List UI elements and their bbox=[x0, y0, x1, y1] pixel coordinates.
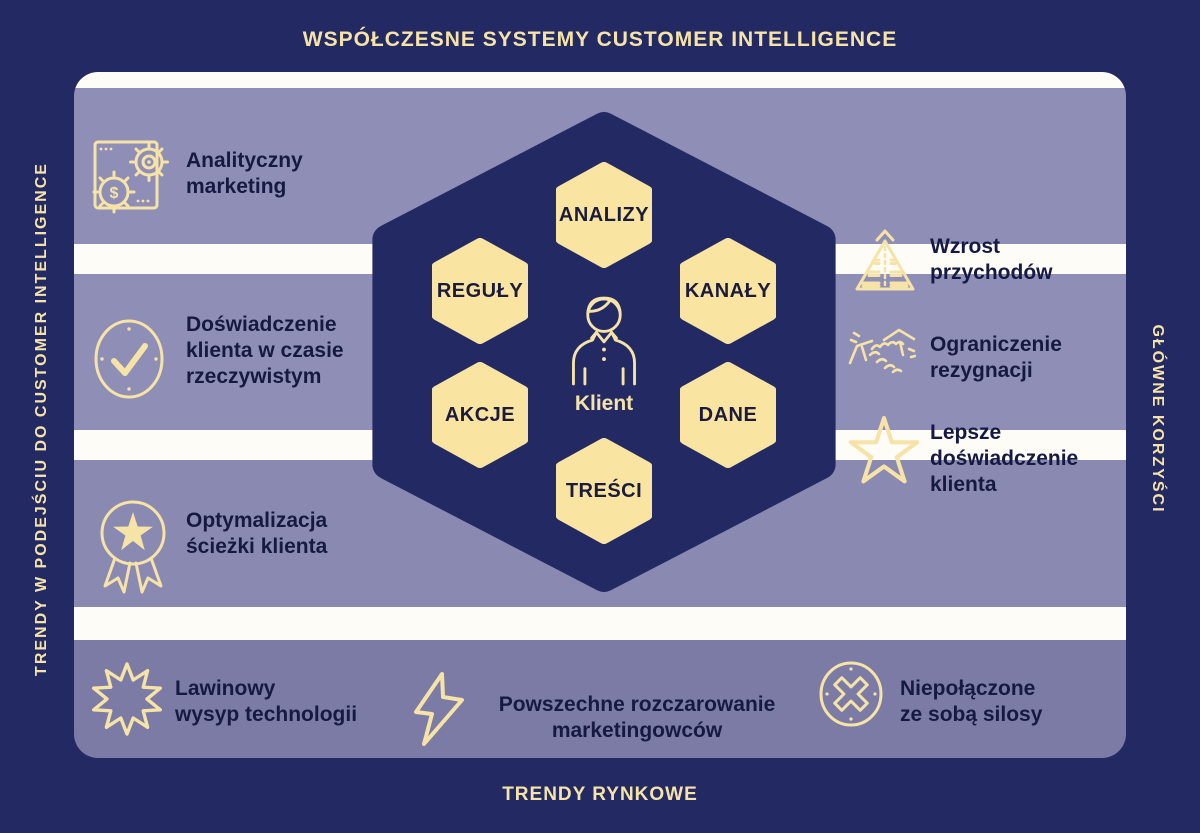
pyramid-growth-icon bbox=[855, 229, 915, 291]
person-icon bbox=[572, 296, 636, 386]
klient-label: Klient bbox=[574, 392, 634, 415]
hex-cell-analizy: ANALIZY bbox=[556, 162, 652, 268]
divider-band bbox=[74, 72, 1126, 88]
benefit-revenue-growth bbox=[853, 228, 917, 301]
central-hexagon bbox=[372, 112, 836, 592]
hexagon-shape bbox=[680, 238, 776, 344]
trend-label-1: Analityczny marketing bbox=[186, 149, 303, 199]
star-icon bbox=[848, 416, 920, 484]
benefit-better-experience bbox=[848, 414, 920, 493]
trend-analytical-marketing: $ bbox=[92, 130, 170, 227]
hex-cell-label: KANAŁY bbox=[684, 279, 772, 302]
hex-cell-dane: DANE bbox=[680, 362, 776, 468]
circle-x-icon bbox=[819, 661, 883, 727]
hex-cell-label: REGUŁY bbox=[436, 279, 524, 302]
hex-cell-label: TREŚCI bbox=[565, 479, 643, 502]
award-star-icon bbox=[100, 500, 166, 594]
market-trend-tech-explosion bbox=[92, 662, 163, 741]
left-rail-label: TRENDY W PODEJŚCIU DO CUSTOMER INTELLIGE… bbox=[33, 162, 50, 676]
clock-check-icon bbox=[94, 319, 164, 399]
page-title: WSPÓŁCZESNE SYSTEMY CUSTOMER INTELLIGENC… bbox=[302, 28, 898, 51]
trend-journey-optimization bbox=[97, 496, 169, 599]
hexagon-shape bbox=[556, 438, 652, 544]
lightning-icon bbox=[414, 672, 464, 746]
hex-cell-reguly: REGUŁY bbox=[432, 238, 528, 344]
hexagon-shape bbox=[432, 238, 528, 344]
market-trend-label-1: Lawinowy wysyp technologii bbox=[175, 677, 358, 727]
hex-cell-label: AKCJE bbox=[444, 403, 516, 426]
right-rail-label: GŁÓWNE KORZYŚCI bbox=[1149, 324, 1166, 514]
benefit-label-3: Lepsze doświadczenie klienta bbox=[930, 421, 1079, 497]
row-band-bottom bbox=[74, 640, 1126, 758]
market-trend-label-2: Powszechne rozczarowanie marketingowców bbox=[498, 693, 776, 743]
hexagon-shape bbox=[432, 362, 528, 468]
hex-cell-tresci: TREŚCI bbox=[556, 438, 652, 544]
trend-label-3: Optymalizacja ścieżki klienta bbox=[186, 509, 328, 559]
hexagon-shape bbox=[556, 162, 652, 268]
divider-band bbox=[74, 607, 1126, 640]
benefit-label-1: Wzrost przychodów bbox=[930, 235, 1053, 285]
burst-icon bbox=[92, 662, 163, 736]
svg-text:$: $ bbox=[110, 185, 119, 202]
trend-label-2: Doświadczenie klienta w czasie rzeczywis… bbox=[186, 313, 344, 389]
hex-cell-kanaly: KANAŁY bbox=[680, 238, 776, 344]
handshake-icon bbox=[848, 328, 917, 374]
hexagon-shape bbox=[680, 362, 776, 468]
hex-cell-label: ANALIZY bbox=[558, 203, 650, 226]
hex-cell-akcje: AKCJE bbox=[432, 362, 528, 468]
footer-title: TRENDY RYNKOWE bbox=[502, 784, 698, 805]
market-trend-label-3: Niepołączone ze sobą silosy bbox=[900, 677, 1043, 727]
market-trend-disconnected-silos bbox=[818, 660, 884, 733]
benefit-churn-reduction bbox=[848, 326, 917, 395]
hex-cell-label: DANE bbox=[698, 403, 758, 426]
analytics-gears-icon: $ bbox=[92, 140, 169, 214]
market-trend-marketer-disappointment bbox=[412, 672, 468, 751]
trend-realtime-experience bbox=[92, 316, 166, 407]
benefit-label-2: Ograniczenie rezygnacji bbox=[930, 333, 1062, 383]
